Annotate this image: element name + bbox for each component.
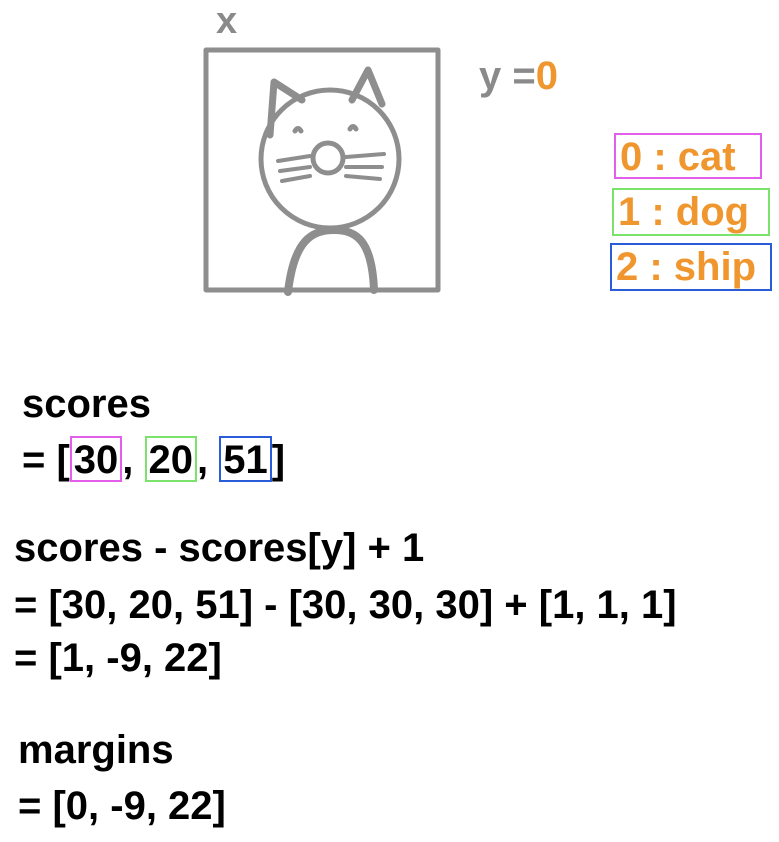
cat-right-ear bbox=[348, 66, 386, 108]
scores-vector: = [30, 20, 51] bbox=[22, 436, 285, 484]
cat-nose bbox=[310, 140, 346, 176]
scores-suffix: ] bbox=[271, 438, 286, 482]
cat-right-whiskers bbox=[344, 152, 386, 181]
y-value: 0 bbox=[535, 54, 558, 98]
score-cat: 30 bbox=[69, 436, 123, 482]
cat-body bbox=[284, 226, 378, 296]
scores-prefix: = [ bbox=[22, 438, 70, 482]
cat-left-eye bbox=[292, 126, 304, 134]
score-dog: 20 bbox=[144, 436, 198, 482]
class-legend-ship: 2 : ship bbox=[610, 243, 772, 291]
scores-separator: , bbox=[197, 438, 220, 482]
image-x-label: x bbox=[216, 0, 238, 42]
margin-step-2: = [1, -9, 22] bbox=[14, 636, 222, 680]
class-legend-cat: 0 : cat bbox=[614, 133, 762, 179]
cat-right-eye bbox=[347, 124, 359, 132]
margins-value: = [0, -9, 22] bbox=[18, 784, 226, 828]
class-legend-dog: 1 : dog bbox=[612, 188, 770, 236]
scores-separator: , bbox=[122, 438, 145, 482]
image-frame bbox=[203, 47, 441, 293]
y-label: y = bbox=[479, 54, 536, 98]
cat-sketch-image bbox=[203, 47, 441, 296]
margin-expression: scores - scores[y] + 1 bbox=[14, 526, 425, 570]
margins-title: margins bbox=[18, 728, 174, 772]
cat-left-ear bbox=[266, 78, 306, 139]
score-ship: 51 bbox=[219, 436, 272, 482]
true-label-equation: y =0 bbox=[479, 54, 558, 99]
scores-title: scores bbox=[22, 382, 151, 426]
cat-left-whiskers bbox=[276, 154, 312, 183]
margin-step-1: = [30, 20, 51] - [30, 30, 30] + [1, 1, 1… bbox=[14, 583, 677, 627]
